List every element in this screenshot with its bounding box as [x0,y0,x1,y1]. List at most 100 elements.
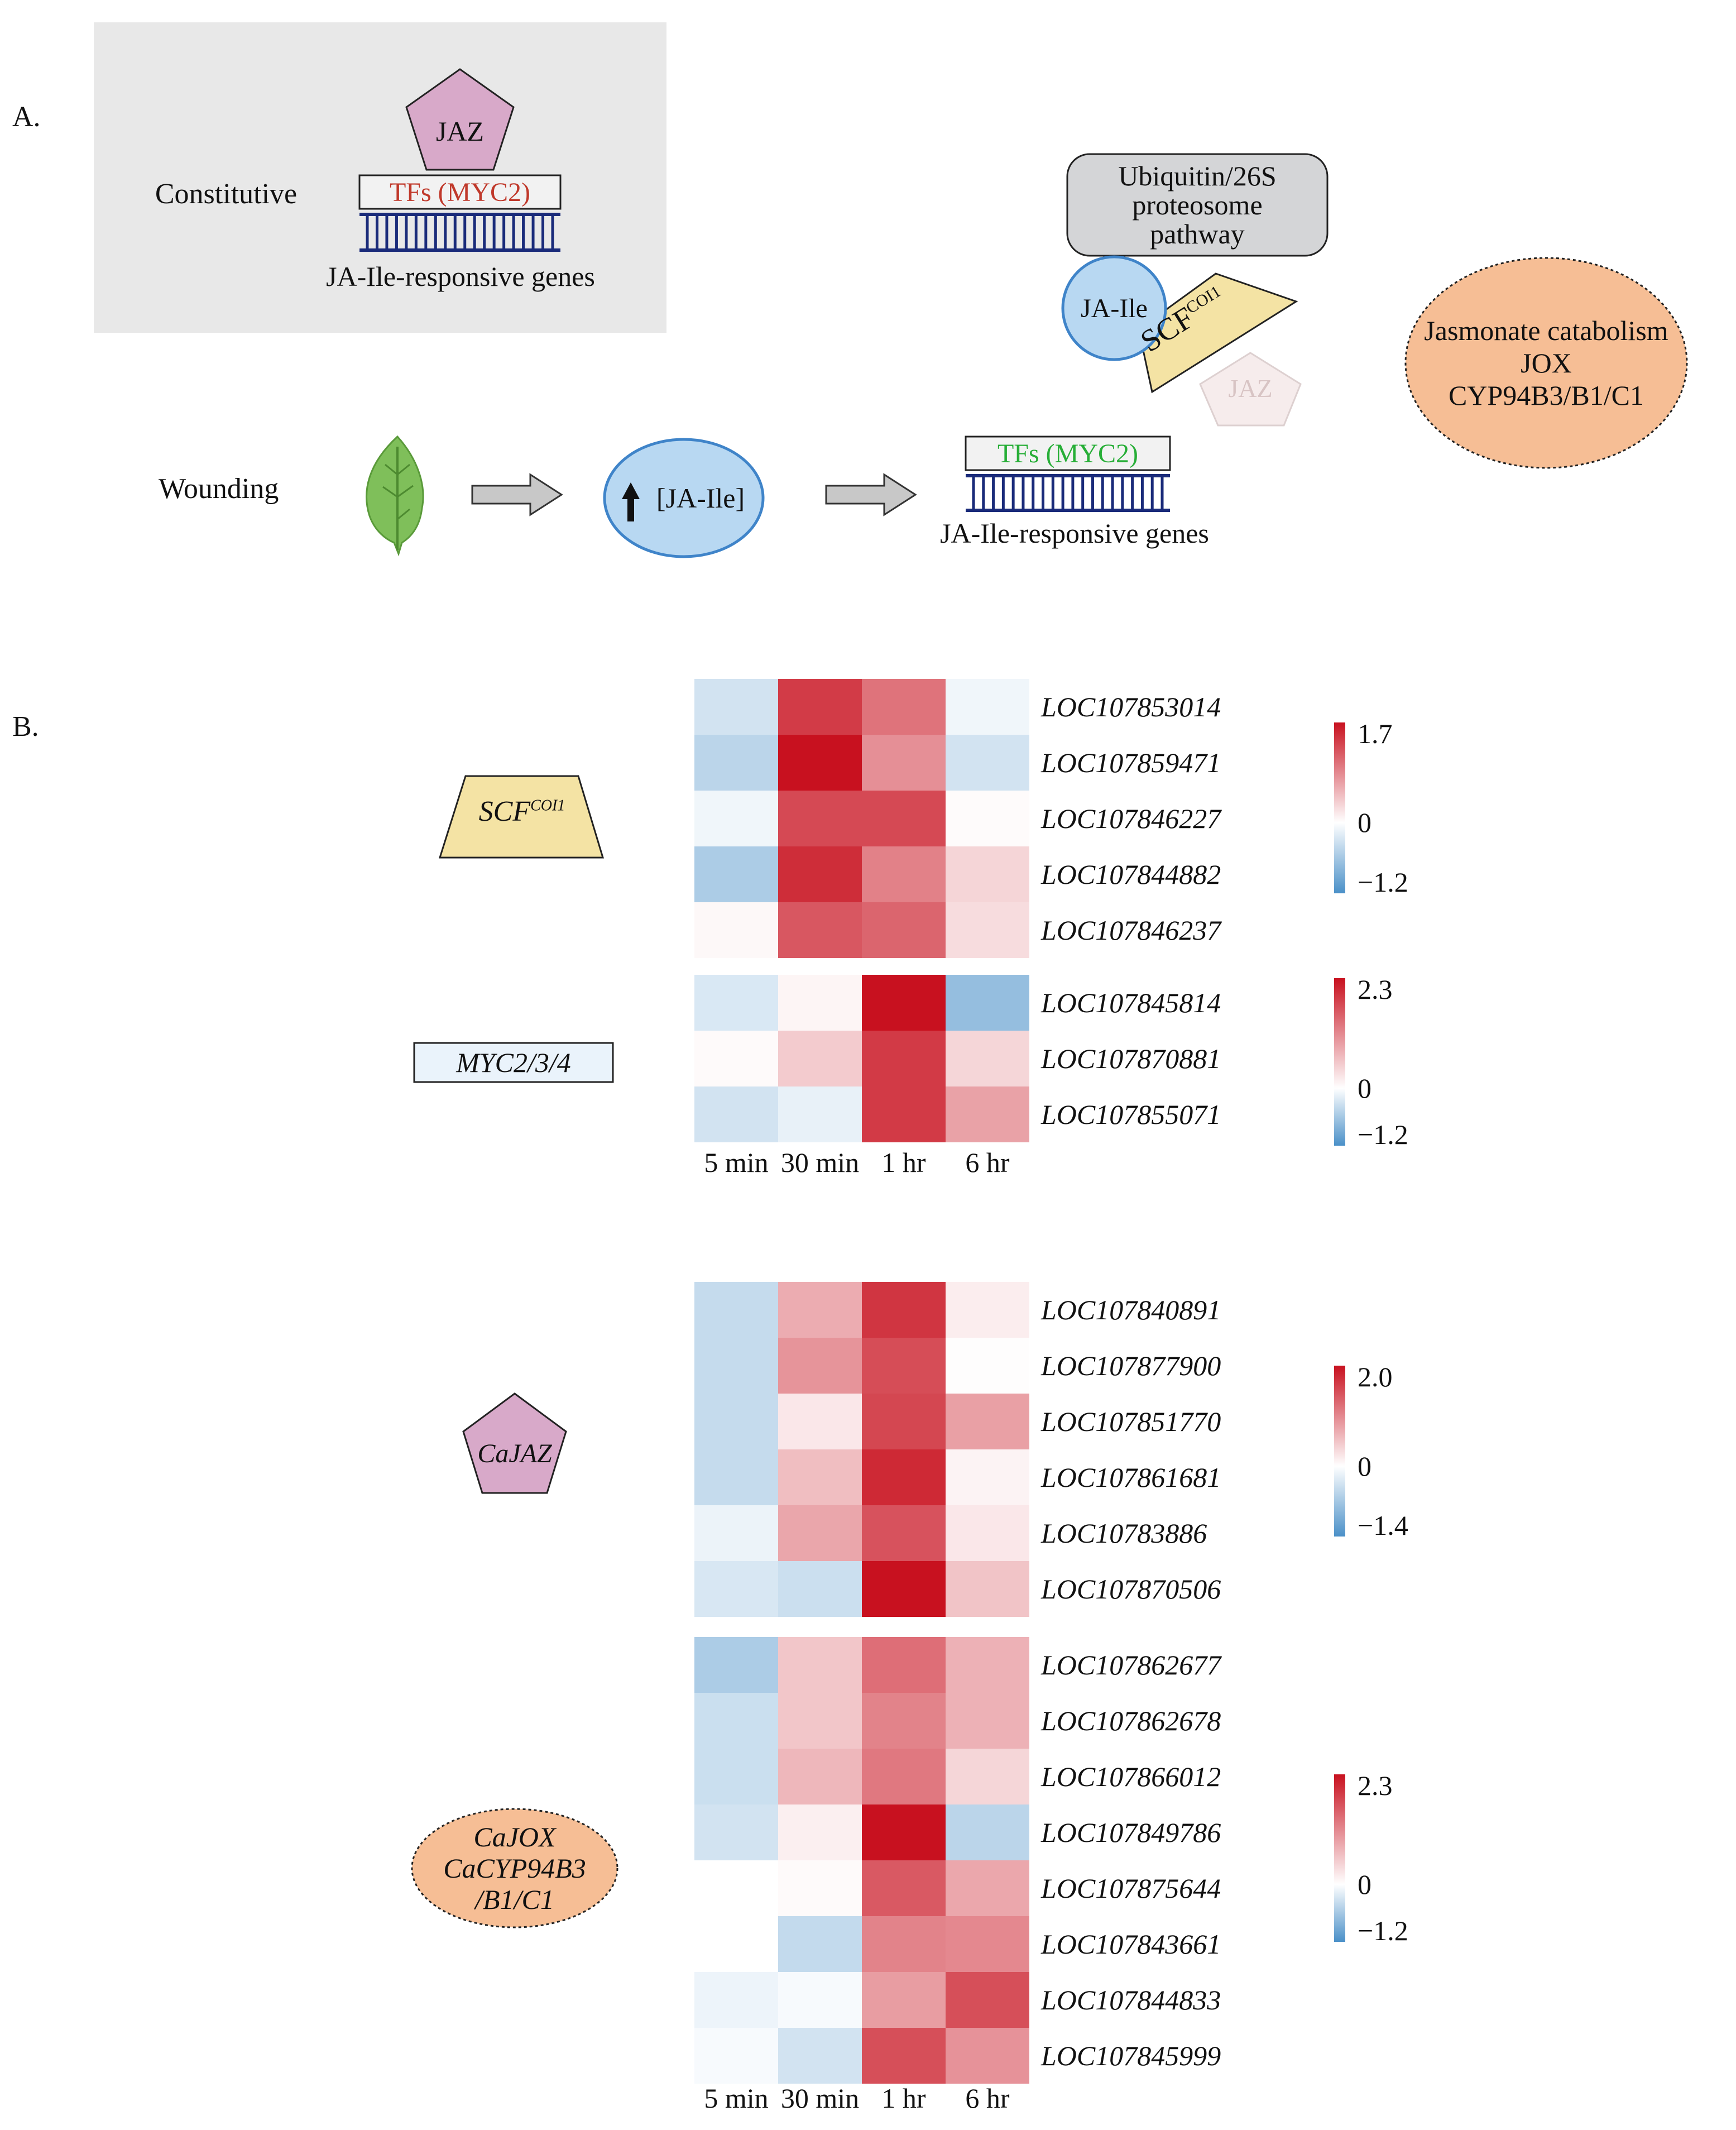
heatmap-row [694,1031,1029,1086]
cajox-icon [411,1808,618,1928]
heatmap-cell [862,1086,946,1142]
heatmap-cell [946,1338,1029,1394]
scale-label-max: 1.7 [1358,718,1393,749]
heatmap-cell [946,975,1029,1031]
heatmap-row [694,1561,1029,1617]
heatmap-cell [862,735,946,791]
heatmap-cell [862,1394,946,1449]
heatmap-cell [862,1031,946,1086]
heatmap-cell [778,1086,862,1142]
cajaz-icon-label: CaJAZ [477,1438,552,1468]
gene-label: LOC107855071 [1041,1099,1221,1130]
heatmap-cell [694,1637,778,1693]
heatmap-cell [694,1394,778,1449]
heatmap-row [694,1637,1029,1693]
heatmap-cell [694,1972,778,2028]
heatmap-cell [694,1749,778,1804]
genes-label-induced: JA-Ile-responsive genes [940,518,1209,549]
tf-label-induced: TFs (MYC2) [997,438,1139,468]
scale-label-max: 2.3 [1358,1770,1393,1801]
scale-label-mid: 0 [1358,1869,1371,1901]
heatmap-row [694,791,1029,846]
heatmap-cell [778,846,862,902]
gene-label: LOC107862677 [1041,1649,1221,1681]
scale-label-mid: 0 [1358,1451,1371,1482]
heatmap-cell [946,1693,1029,1749]
heatmap-cell [694,679,778,735]
heatmap-cell [694,1282,778,1338]
gene-label: LOC107849786 [1041,1817,1221,1848]
gene-label: LOC107861681 [1041,1462,1221,1493]
gene-label: LOC107870881 [1041,1043,1221,1074]
heatmap-cell [778,1031,862,1086]
arrow-1 [471,473,563,516]
gene-label: LOC107844833 [1041,1984,1221,2016]
genes-label-constitutive: JA-Ile-responsive genes [326,261,595,292]
gene-label: LOC107875644 [1041,1873,1221,1904]
color-scale-bar [1334,978,1345,1146]
proteasome-box [1066,153,1329,257]
heatmap-cell [862,1916,946,1972]
heatmap-cell [946,1749,1029,1804]
heatmap-cell [862,791,946,846]
heatmap-cell [694,2028,778,2084]
heatmap-cell [778,679,862,735]
scale-label-min: −1.4 [1358,1510,1408,1541]
heatmap-cell [946,2028,1029,2084]
col-label-bottom: 30 min [780,2083,860,2114]
color-scale-bar [1334,1774,1345,1942]
heatmap-row [694,1338,1029,1394]
heatmap-cell [778,1860,862,1916]
heatmap-cell [694,1693,778,1749]
col-label-bottom: 1 hr [881,2083,926,2114]
heatmap-cell [778,1505,862,1561]
scale-label-max: 2.0 [1358,1361,1393,1392]
heatmap-cell [862,679,946,735]
heatmap-cell [946,846,1029,902]
gene-label: LOC107844882 [1041,859,1221,890]
cajox-line: CaCYP94B3 [443,1853,586,1884]
leaf-icon [366,435,424,557]
heatmap-cell [946,791,1029,846]
heatmap-cell [862,1749,946,1804]
heatmap-cell [694,1086,778,1142]
heatmap-row [694,1449,1029,1505]
heatmap-row [694,2028,1029,2084]
gene-label: LOC107853014 [1041,691,1221,722]
catabolism-ellipse [1404,257,1688,469]
dna-constitutive [359,213,560,252]
heatmap-cell [946,1505,1029,1561]
proteasome-line: Ubiquitin/26S [1118,160,1277,192]
col-label-top: 6 hr [965,1147,1010,1178]
jaz-pentagon [405,68,515,171]
up-arrow-icon [622,482,640,521]
scale-label-max: 2.3 [1358,974,1393,1005]
tf-label-constitutive: TFs (MYC2) [389,177,531,207]
heatmap-cell [946,735,1029,791]
heatmap-cell [946,1394,1029,1449]
heatmap-cell [694,846,778,902]
heatmap-cell [778,1804,862,1860]
gene-label: LOC107866012 [1041,1761,1221,1792]
jaz-faded-pentagon [1199,352,1302,427]
heatmap-cell [862,1693,946,1749]
heatmap-cell [778,1394,862,1449]
scf-icon-main: SCF [478,796,531,827]
heatmap-cell [946,1086,1029,1142]
scf-icon-label: SCFCOI1 [463,795,581,828]
heatmap-row [694,1804,1029,1860]
heatmap-cell [862,1338,946,1394]
gene-label: LOC107851770 [1041,1406,1221,1437]
col-label-top: 30 min [780,1147,860,1178]
gene-label: LOC10783886 [1041,1518,1207,1549]
heatmap-cell [862,2028,946,2084]
heatmap-cell [946,1561,1029,1617]
proteasome-line: proteosome [1132,189,1263,221]
dna-induced [966,474,1170,512]
heatmap-cell [946,1972,1029,2028]
heatmap-row [694,679,1029,735]
heatmap-row [694,735,1029,791]
scale-label-mid: 0 [1358,1073,1371,1104]
jaz-label: JAZ [435,116,485,147]
constitutive-label: Constitutive [155,178,298,210]
